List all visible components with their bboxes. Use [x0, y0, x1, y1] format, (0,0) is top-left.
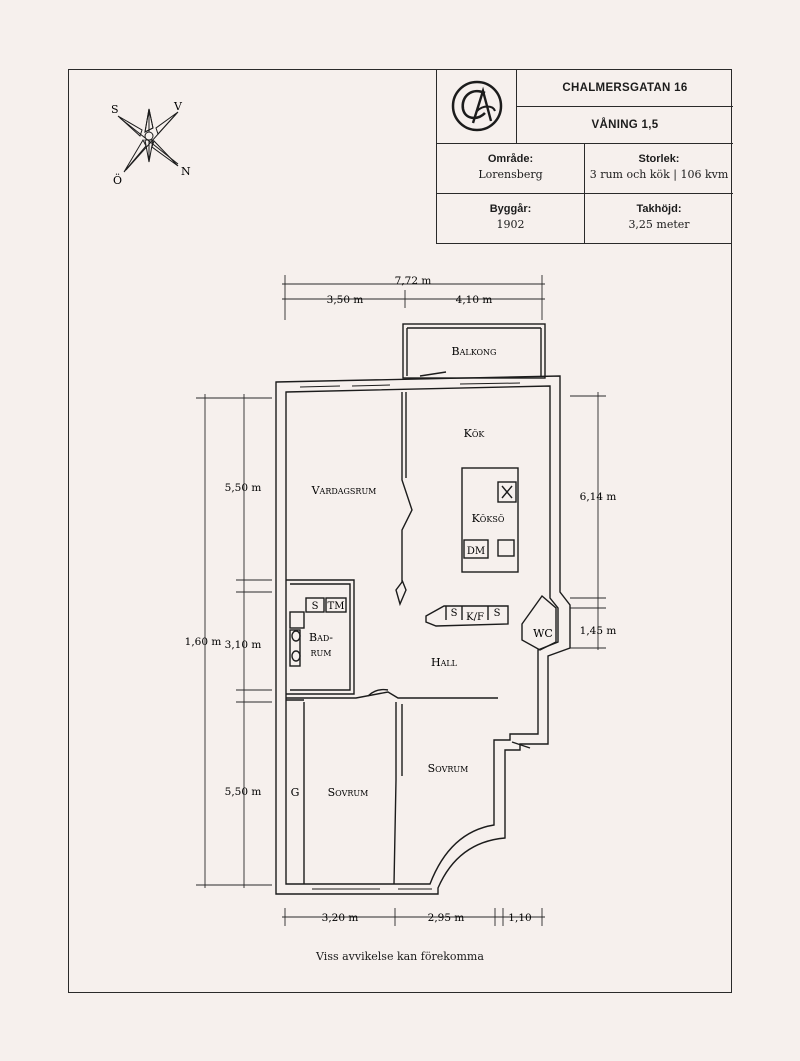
info-size-value: 3 rum och kök | 106 kvm [589, 168, 729, 181]
label-kf: K/F [466, 612, 484, 623]
label-s-hall-right: S [494, 608, 501, 619]
info-built-value: 1902 [496, 218, 525, 231]
compass-o: Ö [113, 173, 122, 187]
info-size: Storlek: 3 rum och kök | 106 kvm [585, 144, 733, 194]
dim-left-total: 1,60 m [185, 636, 222, 648]
dim-right-top: 6,14 m [580, 491, 617, 503]
dimension-lines [196, 275, 606, 926]
info-size-label: Storlek: [638, 153, 680, 165]
walls [275, 323, 571, 895]
info-area-label: Område: [487, 153, 534, 165]
label-tm: TM [328, 601, 345, 612]
dim-right-mid: 1,45 m [580, 625, 617, 637]
compass-rose-icon [117, 108, 179, 173]
info-ceiling-value: 3,25 meter [628, 218, 690, 231]
dim-bottom-1: 3,20 m [322, 912, 359, 924]
info-area-value: Lorensberg [478, 168, 543, 181]
floor-cell: VÅNING 1,5 [517, 107, 733, 144]
compass-v: V [173, 100, 183, 113]
info-built: Byggår: 1902 [437, 194, 585, 243]
room-vardagsrum: Vardagsrum [311, 484, 377, 497]
info-ceiling: Takhöjd: 3,25 meter [585, 194, 733, 243]
floor-text: VÅNING 1,5 [591, 119, 659, 131]
room-hall: Hall [431, 656, 458, 669]
room-koksö: Köksö [472, 512, 505, 525]
dim-left-bottom: 5,50 m [225, 786, 262, 798]
dim-top-right: 4,10 m [456, 294, 493, 306]
footer-note: Viss avvikelse kan förekomma [316, 950, 484, 963]
monogram-logo-icon [451, 80, 503, 132]
room-wc: WC [533, 627, 553, 640]
dim-left-top: 5,50 m [225, 482, 262, 494]
room-badrum-line1: Bad- [309, 631, 333, 644]
room-kok: Kök [464, 427, 486, 440]
room-balkong: Balkong [452, 345, 497, 358]
room-sovrum-left: Sovrum [328, 786, 369, 799]
dim-bottom-3: 1,10 [508, 912, 531, 924]
info-table: CHALMERSGATAN 16 VÅNING 1,5 Område: Lore… [436, 69, 733, 244]
logo-cell [437, 69, 517, 144]
dim-left-mid: 3,10 m [225, 639, 262, 651]
dim-total-width: 7,72 m [395, 275, 432, 287]
dim-top-left: 3,50 m [327, 294, 364, 306]
room-badrum-line2: rum [311, 646, 332, 659]
label-s-hall-left: S [451, 608, 458, 619]
room-dm: DM [467, 546, 485, 557]
compass-n: N [181, 165, 191, 178]
address-cell: CHALMERSGATAN 16 [517, 69, 733, 107]
room-g: G [291, 786, 300, 799]
info-ceiling-label: Takhöjd: [636, 203, 682, 215]
address-text: CHALMERSGATAN 16 [562, 81, 688, 94]
room-sovrum-right: Sovrum [428, 762, 469, 775]
dim-bottom-2: 2,95 m [428, 912, 465, 924]
compass-s: S [111, 103, 119, 116]
page-frame [68, 69, 732, 993]
label-s-bath: S [312, 601, 319, 612]
info-area: Område: Lorensberg [437, 144, 585, 194]
info-built-label: Byggår: [489, 203, 532, 215]
